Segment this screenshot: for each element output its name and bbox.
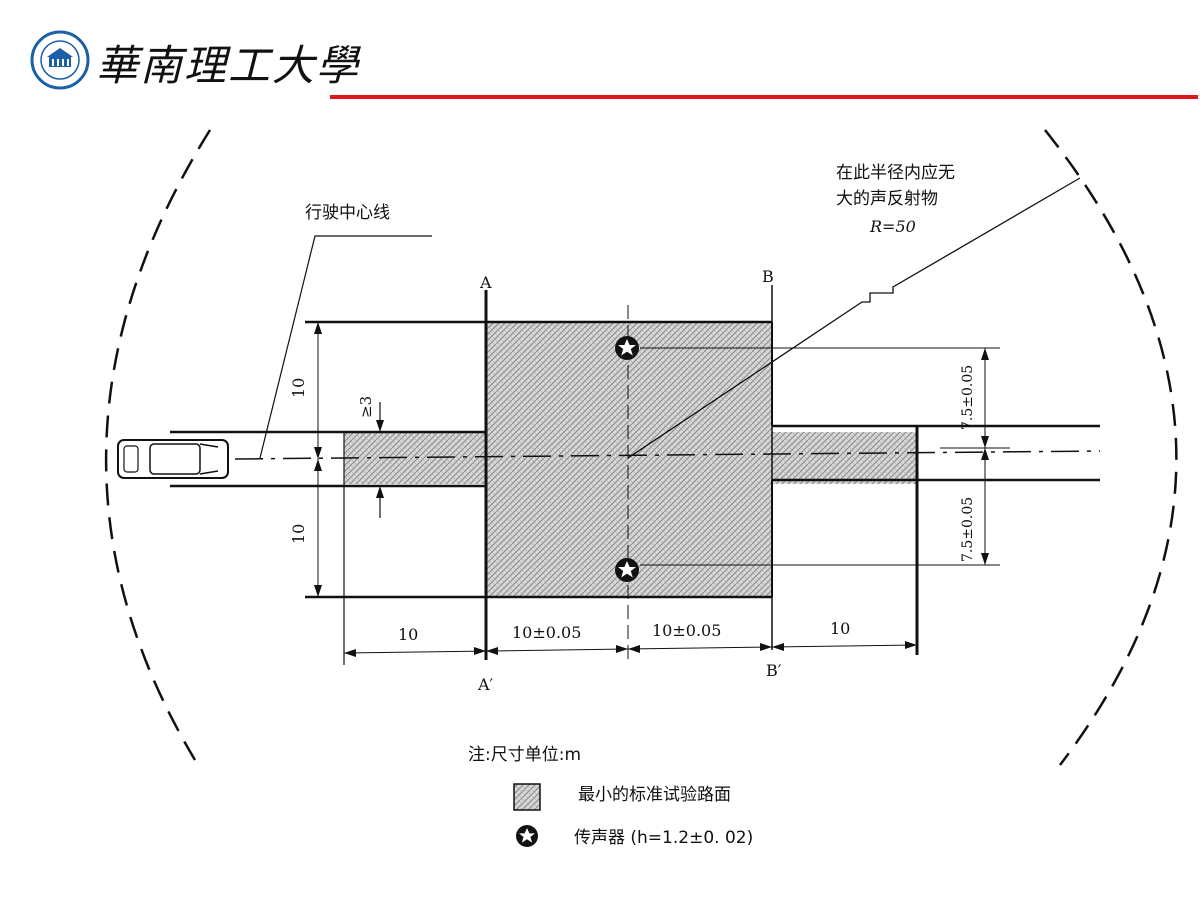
label-A-prime: A′: [477, 675, 494, 694]
dim-lead-out: 10: [830, 619, 850, 638]
boundary-arc-right: [1044, 129, 1178, 766]
legend-note: 注:尺寸单位:m: [468, 745, 581, 765]
dim-center-left: 10±0.05: [512, 623, 581, 642]
star-circle-icon: [516, 825, 538, 847]
header-rule: [330, 95, 1198, 99]
radius-value: R=50: [869, 217, 916, 236]
dim-mic-bottom: 7.5±0.05: [960, 497, 976, 562]
centerline-label: 行驶中心线: [305, 203, 390, 223]
dim-lead-in: 10: [398, 625, 418, 644]
hatched-surface-icon: [513, 783, 541, 811]
legend-surface-label: 最小的标准试验路面: [578, 785, 731, 805]
header: 華南理工大學: [0, 0, 1200, 110]
label-B-prime: B′: [766, 661, 782, 680]
university-name: 華南理工大學: [96, 41, 361, 90]
dim-lane-width: ≥3: [357, 396, 375, 418]
radius-note-line1: 在此半径内应无: [836, 163, 955, 183]
university-seal-icon: [30, 30, 90, 90]
dim-bottom: 10: [289, 524, 308, 544]
label-A: A: [479, 273, 492, 292]
legend-microphone-label: 传声器 (h=1.2±0. 02): [574, 828, 753, 848]
dim-center-right: 10±0.05: [652, 621, 721, 640]
car-icon: [117, 439, 229, 479]
microphone-top: [615, 336, 639, 360]
microphone-bottom: [615, 558, 639, 582]
test-surface-lane: [344, 432, 917, 484]
dim-top: 10: [289, 378, 308, 398]
radius-note-line2: 大的声反射物: [836, 189, 938, 209]
label-B: B: [762, 267, 774, 286]
driving-centerline: [234, 450, 1101, 460]
boundary-arc-left: [104, 129, 212, 761]
dim-mic-top: 7.5±0.05: [960, 365, 976, 430]
